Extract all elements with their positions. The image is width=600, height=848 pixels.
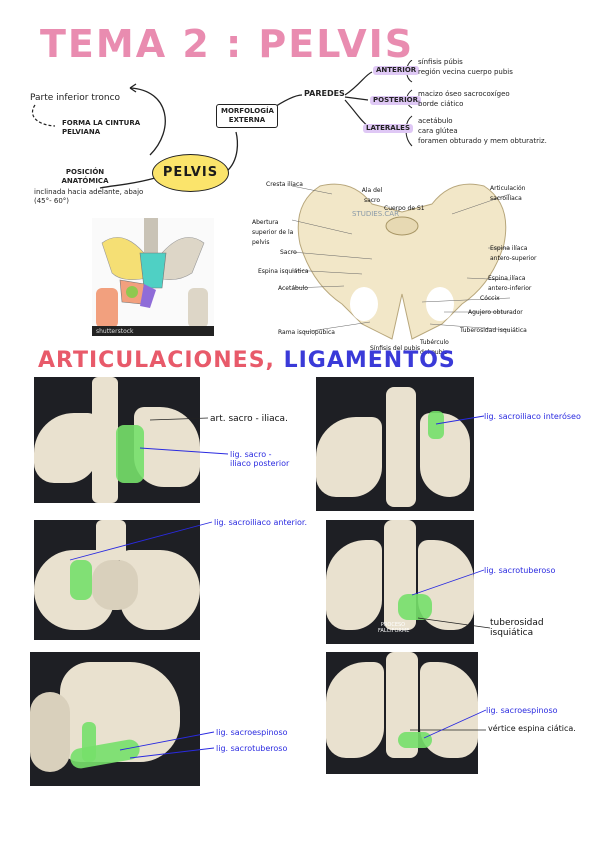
panel-5-label-blue-1: lig. sacroespinoso xyxy=(216,728,288,737)
panel-1-image xyxy=(34,377,200,503)
anterior-label: ANTERIOR xyxy=(373,66,419,75)
panel-5-image xyxy=(30,652,200,786)
label-acetabulo: Acetábulo xyxy=(278,284,308,294)
mindmap-position-title: POSICIÓN ANATÓMICA xyxy=(55,168,115,186)
label-ala-sacro: Ala del sacro xyxy=(360,186,384,206)
laterales-item-3: foramen obturado y mem obturatriz. xyxy=(418,137,547,146)
panel-6-image xyxy=(326,652,478,774)
panel-4-inner-label: PROCESO FALCIFORME xyxy=(378,622,408,634)
laterales-item-2: cara glútea xyxy=(418,127,458,136)
mindmap-position-text: inclinada hacia adelante, abajo (45°- 60… xyxy=(34,188,144,206)
label-rama-isquiopubica: Rama isquiopúbica xyxy=(278,328,335,338)
panel-4-label-black: tuberosidad isquiática xyxy=(490,618,554,638)
section2-part1: ARTICULACIONES xyxy=(38,348,266,373)
laterales-item-1: acetábulo xyxy=(418,117,453,126)
panel-6-label-blue: lig. sacroespinoso xyxy=(486,706,558,715)
section2-title: ARTICULACIONES, LIGAMENTOS xyxy=(38,348,456,373)
panel-1-label-black: art. sacro - iliaca. xyxy=(210,414,288,424)
anterior-item-1: sínfisis púbis xyxy=(418,58,463,67)
panel-6-label-black: vértice espina ciática. xyxy=(488,724,576,734)
label-agujero: Agujero obturador xyxy=(468,308,523,318)
anterior-item-2: región vecina cuerpo pubis xyxy=(418,68,513,77)
section2-comma: , xyxy=(266,348,275,373)
label-coccix: Cóccix xyxy=(480,294,500,304)
pelvis-anatomy-figure: STUDIES.CAR Cresta ilíaca Ala del sacro … xyxy=(252,174,552,356)
panel-5-label-blue-2: lig. sacrotuberoso xyxy=(216,744,287,753)
label-eias: Espina ilíaca antero-superior xyxy=(490,244,538,264)
posterior-item-2: borde ciático xyxy=(418,100,463,109)
panel-2-image xyxy=(316,377,474,511)
label-sacro: Sacro xyxy=(280,248,297,258)
label-tuberosidad: Tuberosidad isquiática xyxy=(460,326,527,336)
watermark: shutterstock xyxy=(96,328,134,335)
panel-2-label-blue: lig. sacroiliaco interóseo xyxy=(484,412,581,421)
colored-pelvis-figure: shutterstock xyxy=(92,218,214,336)
paredes-label: PAREDES xyxy=(304,89,345,98)
label-art-sacroiliaca: Articulación sacroilíaca xyxy=(490,184,540,204)
section2-part2: LIGAMENTOS xyxy=(284,348,456,373)
mindmap-left-top: Parte inferior tronco xyxy=(30,93,120,104)
morfologia-box: MORFOLOGÍA EXTERNA xyxy=(216,104,278,128)
label-espina-isquiatica: Espina isquiática xyxy=(258,267,309,277)
panel-1-label-blue: lig. sacro - iliaco posterior xyxy=(230,450,290,468)
label-eiai: Espina ilíaca antero-inferior xyxy=(488,274,538,294)
posterior-item-1: macizo óseo sacrocoxígeo xyxy=(418,90,510,99)
label-cresta-iliaca: Cresta ilíaca xyxy=(266,180,303,190)
label-cuerpo-s1: Cuerpo de S1 xyxy=(384,204,425,214)
label-abertura: Abertura superior de la pelvis xyxy=(252,218,294,248)
posterior-label: POSTERIOR xyxy=(370,96,421,105)
panel-4-image: PROCESO FALCIFORME xyxy=(326,520,474,644)
mindmap-left-mid: FORMA LA CINTURA PELVIANA xyxy=(62,119,162,137)
panel-3-image xyxy=(34,520,200,640)
panel-4-label-blue: lig. sacrotuberoso xyxy=(484,566,555,575)
laterales-label: LATERALES xyxy=(363,124,413,133)
mindmap-center: PELVIS xyxy=(152,154,229,192)
panel-3-label-blue: lig. sacroiliaco anterior. xyxy=(214,518,307,527)
